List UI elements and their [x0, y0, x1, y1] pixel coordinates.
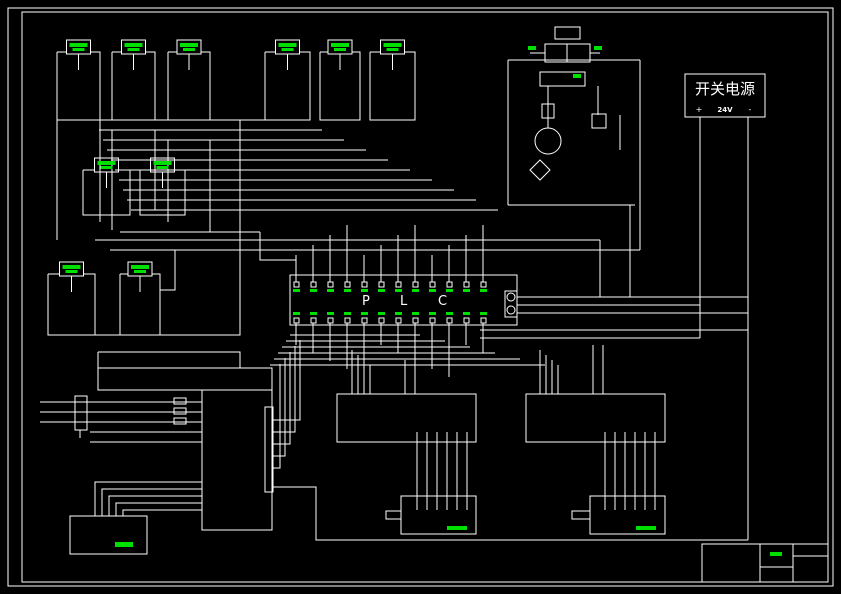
wiring — [40, 117, 749, 541]
stepper-driver-1 — [336, 393, 477, 443]
sensor-1 — [56, 39, 101, 121]
stepper-driver-2 — [525, 393, 666, 443]
title-block — [701, 543, 829, 583]
power-minus: - — [749, 105, 752, 114]
plc-letter-p: P — [362, 294, 370, 309]
sensor-6 — [369, 39, 416, 121]
sensor-3 — [167, 39, 211, 121]
power-plus: + — [696, 105, 703, 114]
sensor-2 — [111, 39, 156, 121]
power-voltage: 24V — [717, 106, 733, 114]
plc-unit: P L C — [289, 225, 518, 377]
stepper-motor-2 — [571, 495, 666, 535]
switching-power-supply: 开关电源 + 24V - — [684, 73, 766, 118]
sensor-9 — [47, 261, 96, 336]
encoder — [69, 515, 148, 555]
inverter — [201, 389, 274, 531]
sensor-5 — [319, 39, 361, 121]
stepper-motor-1 — [385, 495, 477, 535]
power-supply-title: 开关电源 — [695, 80, 755, 98]
sensor-7 — [82, 157, 131, 216]
component-blocks — [47, 39, 416, 336]
sensor-8 — [139, 157, 186, 216]
plc-letter-c: C — [438, 294, 447, 309]
sensor-4 — [264, 39, 311, 121]
inner-border — [21, 11, 829, 583]
sensor-10 — [119, 261, 161, 336]
hydraulic-circuit — [507, 26, 641, 250]
plc-letter-l: L — [400, 294, 408, 309]
outer-border — [7, 7, 834, 587]
